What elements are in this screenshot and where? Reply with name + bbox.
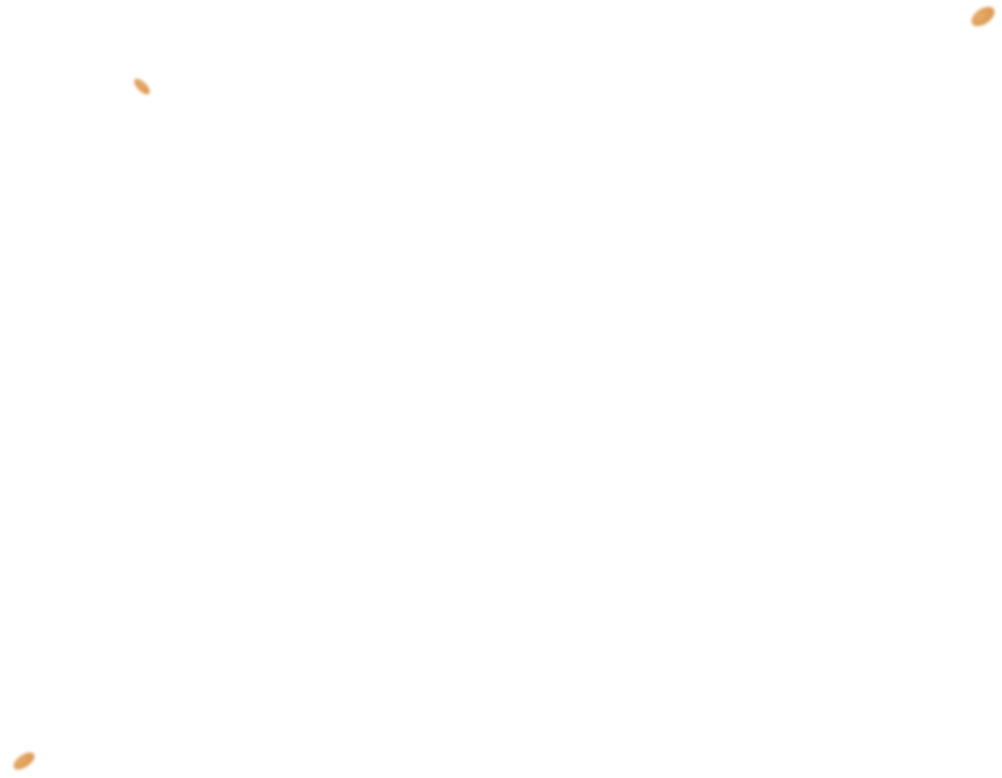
seed-particle — [10, 749, 38, 773]
seed-particle — [968, 2, 998, 31]
seed-particle — [131, 76, 153, 97]
